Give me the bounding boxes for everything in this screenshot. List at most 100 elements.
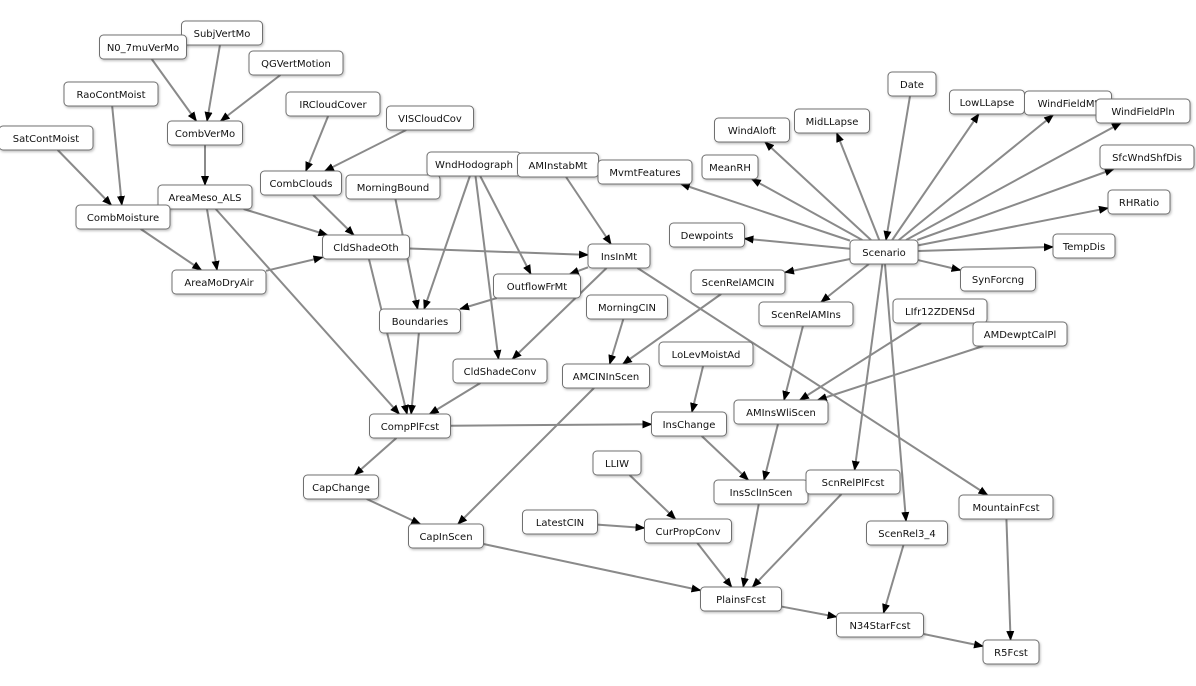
node-label: MeanRH: [709, 163, 751, 174]
node-label: Boundaries: [392, 317, 448, 328]
node-morningcin[interactable]: MorningCIN: [586, 294, 668, 320]
node-aminstabmt[interactable]: AMInstabMt: [517, 152, 599, 178]
node-label: QGVertMotion: [261, 59, 331, 70]
node-combclouds[interactable]: CombClouds: [260, 170, 342, 196]
node-synforcng[interactable]: SynForcng: [960, 266, 1036, 292]
node-amcininscen[interactable]: AMCINInScen: [562, 363, 650, 389]
node-amdewptcalpl[interactable]: AMDewptCalPl: [972, 321, 1068, 347]
node-inschange[interactable]: InsChange: [651, 411, 727, 437]
node-combmoisture[interactable]: CombMoisture: [75, 204, 171, 230]
node-aminswliscen[interactable]: AMInsWliScen: [733, 399, 829, 425]
edge-lolevmoistad-to-inschange: [690, 365, 705, 413]
node-box: [690, 269, 786, 295]
edge-date-to-scenario: [883, 95, 911, 241]
node-plainsfcst[interactable]: PlainsFcst: [700, 586, 782, 612]
node-dewpoints[interactable]: Dewpoints: [669, 222, 745, 248]
node-label: AMDewptCalPl: [984, 330, 1056, 341]
node-insinmt[interactable]: InsInMt: [587, 243, 651, 269]
node-morningbound[interactable]: MorningBound: [345, 174, 441, 200]
node-subjvertmo[interactable]: SubjVertMo: [181, 20, 263, 46]
node-cldshadeconv[interactable]: CldShadeConv: [452, 358, 548, 384]
node-lifr12zdensd[interactable]: LIfr12ZDENSd: [892, 298, 988, 324]
node-date[interactable]: Date: [887, 71, 937, 97]
node-label: LIfr12ZDENSd: [905, 307, 975, 318]
node-lliw[interactable]: LLIW: [592, 450, 642, 476]
node-boundaries[interactable]: Boundaries: [379, 308, 461, 334]
node-scenario[interactable]: Scenario: [849, 239, 919, 265]
node-lowllapse[interactable]: LowLLapse: [949, 89, 1025, 115]
node-scenrelamins[interactable]: ScenRelAMIns: [758, 301, 854, 327]
edge-combclouds-to-cldshadeoth: [312, 194, 355, 236]
node-label: SfcWndShfDis: [1112, 153, 1182, 164]
node-rhratio[interactable]: RHRatio: [1107, 189, 1171, 215]
node-windfieldpln[interactable]: WindFieldPln: [1095, 98, 1191, 124]
node-windaloft[interactable]: WindAloft: [714, 117, 790, 143]
node-capchange[interactable]: CapChange: [303, 474, 379, 500]
node-box: [157, 184, 253, 210]
node-layer: SubjVertMoN0_7muVerMoQGVertMotionRaoCont…: [0, 20, 1195, 665]
node-meanrh[interactable]: MeanRH: [701, 154, 759, 180]
node-compplfcst[interactable]: CompPlFcst: [369, 413, 451, 439]
node-ircloudcover[interactable]: IRCloudCover: [285, 91, 381, 117]
edge-aminswliscen-to-inssclinscen: [762, 423, 779, 481]
node-cldshadeoth[interactable]: CldShadeOth: [322, 234, 410, 260]
node-combvermo[interactable]: CombVerMo: [167, 120, 243, 146]
edge-scenario-to-sfcwndshfdis: [916, 168, 1115, 241]
node-box: [658, 341, 754, 367]
node-qgvertmotion[interactable]: QGVertMotion: [248, 50, 344, 76]
edge-scenario-to-mvmtfeatures: [679, 183, 851, 242]
node-scnrelplfcst[interactable]: ScnRelPlFcst: [805, 469, 901, 495]
node-raocontmoist[interactable]: RaoContMoist: [63, 81, 159, 107]
edge-scenario-to-scenrelamins: [820, 263, 870, 303]
node-label: N34StarFcst: [849, 621, 910, 632]
node-lolevmoistad[interactable]: LoLevMoistAd: [658, 341, 754, 367]
node-box: [345, 174, 441, 200]
edge-wndhodograph-to-outflowfrmt: [479, 175, 532, 275]
node-scenrel3-4[interactable]: ScenRel3_4: [866, 520, 948, 546]
node-label: Scenario: [862, 248, 905, 259]
node-r5fcst[interactable]: R5Fcst: [982, 639, 1040, 665]
node-inssclinscen[interactable]: InsSclInScen: [713, 479, 809, 505]
node-box: [171, 269, 267, 295]
edge-scenario-to-scenrel3_4: [883, 263, 910, 522]
node-box: [379, 308, 461, 334]
node-satcontmoist[interactable]: SatContMoist: [0, 125, 94, 151]
node-label: PlainsFcst: [716, 595, 766, 606]
node-label: RHRatio: [1119, 198, 1159, 209]
node-areamodryair[interactable]: AreaMoDryAir: [171, 269, 267, 295]
node-label: ScenRel3_4: [878, 529, 936, 540]
node-box: [1099, 144, 1195, 170]
node-box: [1052, 233, 1116, 259]
node-mountainfcst[interactable]: MountainFcst: [958, 494, 1054, 520]
node-box: [587, 243, 651, 269]
node-wndhodograph[interactable]: WndHodograph: [426, 151, 522, 177]
node-box: [522, 509, 598, 535]
node-midllapse[interactable]: MidLLapse: [794, 108, 870, 134]
node-label: CombClouds: [270, 179, 333, 190]
node-box: [887, 71, 937, 97]
node-areameso-als[interactable]: AreaMeso_ALS: [157, 184, 253, 210]
node-box: [452, 358, 548, 384]
edge-scenario-to-lowllapse: [891, 113, 980, 241]
node-curpropconv[interactable]: CurPropConv: [644, 518, 732, 544]
node-viscloudcov[interactable]: VISCloudCov: [386, 105, 474, 131]
node-box: [63, 81, 159, 107]
node-sfcwndshfdis[interactable]: SfcWndShfDis: [1099, 144, 1195, 170]
edge-capchange-to-capinscen: [366, 498, 422, 525]
edge-morningcin-to-amcininscen: [608, 318, 625, 365]
node-outflowfrmt[interactable]: OutflowFrMt: [493, 273, 581, 299]
node-label: CapChange: [312, 483, 370, 494]
node-box: [386, 105, 474, 131]
node-mvmtfeatures[interactable]: MvmtFeatures: [597, 159, 693, 185]
node-label: Dewpoints: [681, 231, 734, 242]
node-n34starfcst[interactable]: N34StarFcst: [836, 612, 924, 638]
edge-curpropconv-to-plainsfcst: [696, 542, 733, 588]
node-box: [733, 399, 829, 425]
node-n0-7muvermo[interactable]: N0_7muVerMo: [99, 34, 187, 60]
node-latestcin[interactable]: LatestCIN: [522, 509, 598, 535]
node-tempdis[interactable]: TempDis: [1052, 233, 1116, 259]
node-capinscen[interactable]: CapInScen: [408, 523, 484, 549]
edge-scenario-to-scnrelplfcst: [851, 263, 884, 471]
node-label: MorningCIN: [598, 303, 656, 314]
node-scenrelamcin[interactable]: ScenRelAMCIN: [690, 269, 786, 295]
